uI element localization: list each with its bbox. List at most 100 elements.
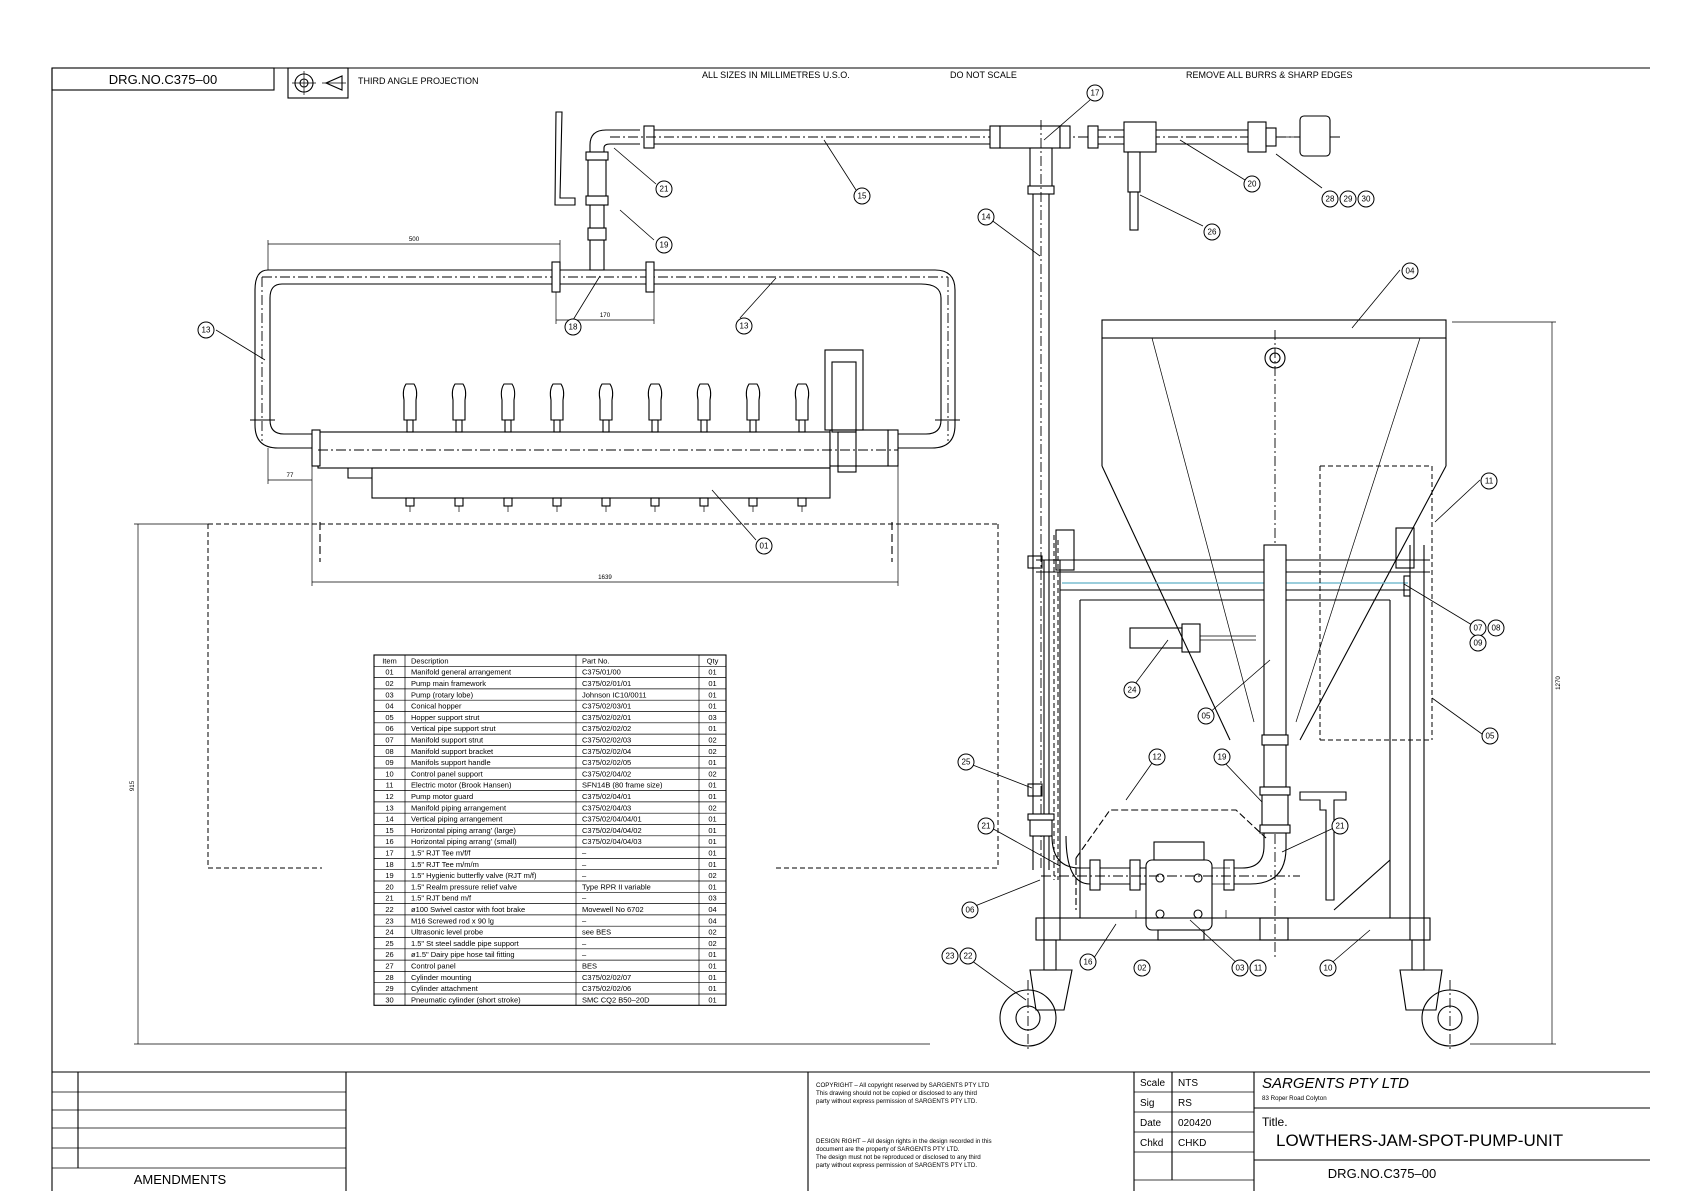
- parts-table-qty: 01: [708, 668, 716, 677]
- field-sig-value: RS: [1178, 1098, 1192, 1109]
- callout-21-left: 21: [977, 817, 995, 835]
- parts-table-item: 04: [385, 702, 393, 711]
- parts-table-item: 09: [385, 758, 393, 767]
- parts-table-qty: 03: [708, 713, 716, 722]
- callout-08: 08: [1487, 619, 1505, 637]
- parts-table-part-no: C375/02/02/03: [582, 736, 631, 745]
- svg-text:03: 03: [1236, 964, 1245, 973]
- castor-right-icon: [1399, 939, 1479, 1047]
- parts-table-description: Vertical pipe support strut: [411, 724, 497, 733]
- parts-table-description: Manifols support handle: [411, 758, 491, 767]
- parts-table-description: Conical hopper: [411, 702, 462, 711]
- svg-text:party without express permissi: party without express permission of SARG…: [816, 1162, 977, 1169]
- parts-table-description: Manifold support bracket: [411, 747, 494, 756]
- callout-11-bottom: 11: [1249, 959, 1267, 977]
- callout-09: 09: [1469, 634, 1487, 652]
- parts-table-part-no: –: [582, 849, 587, 858]
- burrs-note: REMOVE ALL BURRS & SHARP EDGES: [1186, 70, 1353, 80]
- callout-balloons: 17 15 21 19 18 13 13 01 20 28 29 30 26 1…: [197, 84, 1505, 1001]
- parts-table-description: Ultrasonic level probe: [411, 928, 483, 937]
- title-drawing-number: DRG.NO.C375–00: [1328, 1166, 1436, 1181]
- parts-table-item: 27: [385, 962, 393, 971]
- parts-table-part-no: –: [582, 860, 587, 869]
- parts-table-item: 14: [385, 815, 393, 824]
- parts-table-item: 08: [385, 747, 393, 756]
- parts-table-item: 22: [385, 905, 393, 914]
- parts-table-header: Qty: [707, 656, 719, 665]
- svg-text:13: 13: [740, 322, 749, 331]
- callout-05-right: 05: [1481, 727, 1499, 745]
- callout-19-top: 19: [655, 236, 673, 254]
- callout-21-top: 21: [655, 180, 673, 198]
- callout-05-center: 05: [1197, 707, 1215, 725]
- dim-base-length: 1639: [598, 574, 612, 581]
- parts-table-qty: 01: [708, 792, 716, 801]
- field-chkd-value: CHKD: [1178, 1138, 1206, 1149]
- svg-text:06: 06: [966, 906, 975, 915]
- svg-text:This drawing should not be cop: This drawing should not be copied or dis…: [816, 1090, 978, 1097]
- svg-text:19: 19: [660, 241, 669, 250]
- svg-text:10: 10: [1324, 964, 1333, 973]
- parts-table-item: 01: [385, 668, 393, 677]
- callout-24: 24: [1123, 681, 1141, 699]
- parts-table-description: ø100 Swivel castor with foot brake: [411, 905, 525, 914]
- copyright-note: COPYRIGHT – All copyright reserved by SA…: [816, 1082, 990, 1105]
- company-address: 83 Roper Road Colyton: [1262, 1095, 1327, 1102]
- parts-table-qty: 01: [708, 950, 716, 959]
- parts-table-qty: 01: [708, 995, 716, 1004]
- parts-table-part-no: SMC CQ2 B50–20D: [582, 995, 650, 1004]
- parts-table-item: 26: [385, 950, 393, 959]
- parts-table-qty: 02: [708, 769, 716, 778]
- parts-table-description: Manifold support strut: [411, 736, 484, 745]
- parts-table-description: Control panel: [411, 962, 456, 971]
- field-scale-value: NTS: [1178, 1078, 1198, 1089]
- parts-table-qty: 03: [708, 894, 716, 903]
- parts-table-frame: [373, 654, 727, 1006]
- parts-table-qty: 01: [708, 724, 716, 733]
- parts-table-qty: 01: [708, 702, 716, 711]
- parts-table-qty: 01: [708, 758, 716, 767]
- callout-03: 03: [1231, 959, 1249, 977]
- header-strip: DRG.NO.C375–00 THIRD ANGLE PROJECTION AL…: [51, 67, 1353, 99]
- svg-text:12: 12: [1153, 753, 1162, 762]
- svg-text:17: 17: [1091, 89, 1100, 98]
- callout-13-right: 13: [735, 317, 753, 335]
- callout-04: 04: [1401, 262, 1419, 280]
- parts-table-qty: 01: [708, 815, 716, 824]
- callout-16: 16: [1079, 953, 1097, 971]
- parts-table-part-no: C375/02/01/01: [582, 679, 631, 688]
- parts-table-description: Horizontal piping arrang' (small): [411, 837, 517, 846]
- svg-text:DESIGN RIGHT – All design righ: DESIGN RIGHT – All design rights in the …: [816, 1138, 992, 1145]
- callout-25: 25: [957, 753, 975, 771]
- parts-table-qty: 01: [708, 849, 716, 858]
- parts-table-description: Cylinder attachment: [411, 984, 479, 993]
- parts-table-qty: 01: [708, 962, 716, 971]
- callout-26: 26: [1203, 223, 1221, 241]
- callout-30: 30: [1357, 190, 1375, 208]
- svg-text:29: 29: [1344, 195, 1353, 204]
- parts-table-part-no: C375/02/02/05: [582, 758, 631, 767]
- parts-table-description: 1.5" RJT Tee m/f/f: [411, 849, 471, 858]
- parts-table-item: 03: [385, 690, 393, 699]
- parts-table-item: 17: [385, 849, 393, 858]
- parts-table-description: Horizontal piping arrang' (large): [411, 826, 516, 835]
- parts-table-qty: 01: [708, 837, 716, 846]
- parts-table-part-no: C375/02/02/02: [582, 724, 631, 733]
- parts-table-description: Pump motor guard: [411, 792, 473, 801]
- svg-text:23: 23: [946, 952, 955, 961]
- parts-table-description: 1.5" Realm pressure relief valve: [411, 882, 517, 891]
- parts-table-item: 24: [385, 928, 393, 937]
- callout-19-bottom: 19: [1213, 748, 1231, 766]
- svg-text:14: 14: [982, 213, 991, 222]
- svg-text:02: 02: [1138, 964, 1147, 973]
- callout-29: 29: [1339, 190, 1357, 208]
- company-name: SARGENTS PTY LTD: [1262, 1075, 1409, 1092]
- parts-table-qty: 02: [708, 871, 716, 880]
- svg-text:21: 21: [982, 822, 991, 831]
- parts-table-part-no: C375/02/03/01: [582, 702, 631, 711]
- svg-text:04: 04: [1406, 267, 1415, 276]
- callout-22: 22: [959, 947, 977, 965]
- svg-text:COPYRIGHT – All copyright rese: COPYRIGHT – All copyright reserved by SA…: [816, 1082, 990, 1089]
- svg-text:21: 21: [660, 185, 669, 194]
- parts-table-part-no: Johnson IC10/0011: [582, 690, 647, 699]
